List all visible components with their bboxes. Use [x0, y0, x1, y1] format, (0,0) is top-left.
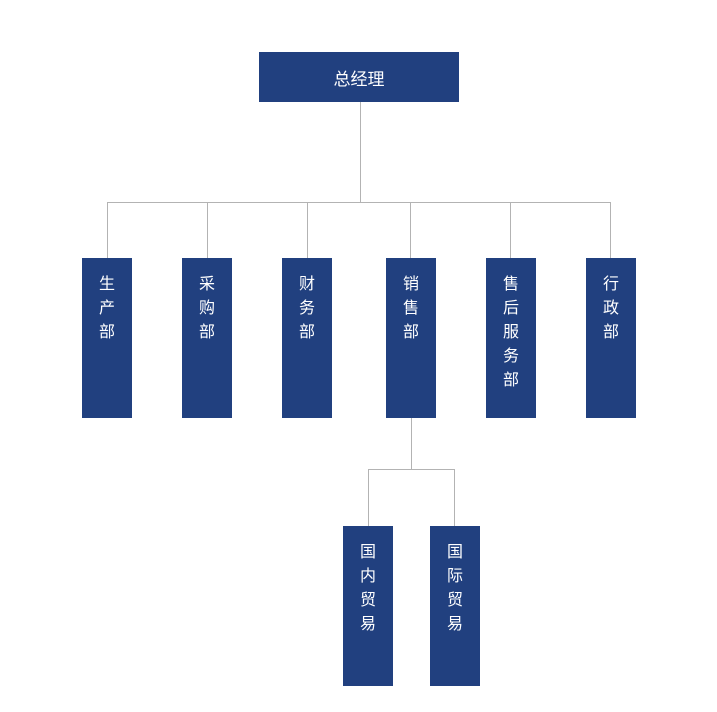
node-label: 售后服务部	[503, 274, 520, 389]
connector	[411, 418, 412, 469]
node-label: 国内贸易	[360, 542, 377, 633]
node-finance: 财务部	[282, 258, 332, 418]
node-after-sales: 售后服务部	[486, 258, 536, 418]
node-label: 销售部	[403, 274, 420, 341]
node-label: 生产部	[99, 274, 116, 341]
node-label: 采购部	[199, 274, 216, 341]
node-administration: 行政部	[586, 258, 636, 418]
node-domestic-trade: 国内贸易	[343, 526, 393, 686]
node-international-trade: 国际贸易	[430, 526, 480, 686]
connector	[360, 102, 361, 202]
connector	[307, 202, 308, 258]
node-purchasing: 采购部	[182, 258, 232, 418]
connector	[207, 202, 208, 258]
connector	[107, 202, 108, 258]
connector	[510, 202, 511, 258]
connector	[410, 202, 411, 258]
connector	[454, 469, 455, 526]
connector	[107, 202, 611, 203]
node-general-manager: 总经理	[259, 52, 459, 102]
connector	[610, 202, 611, 258]
node-label: 行政部	[603, 274, 620, 341]
node-label: 国际贸易	[447, 542, 464, 633]
connector	[368, 469, 455, 470]
connector	[368, 469, 369, 526]
node-sales: 销售部	[386, 258, 436, 418]
node-production: 生产部	[82, 258, 132, 418]
node-label: 财务部	[299, 274, 316, 341]
